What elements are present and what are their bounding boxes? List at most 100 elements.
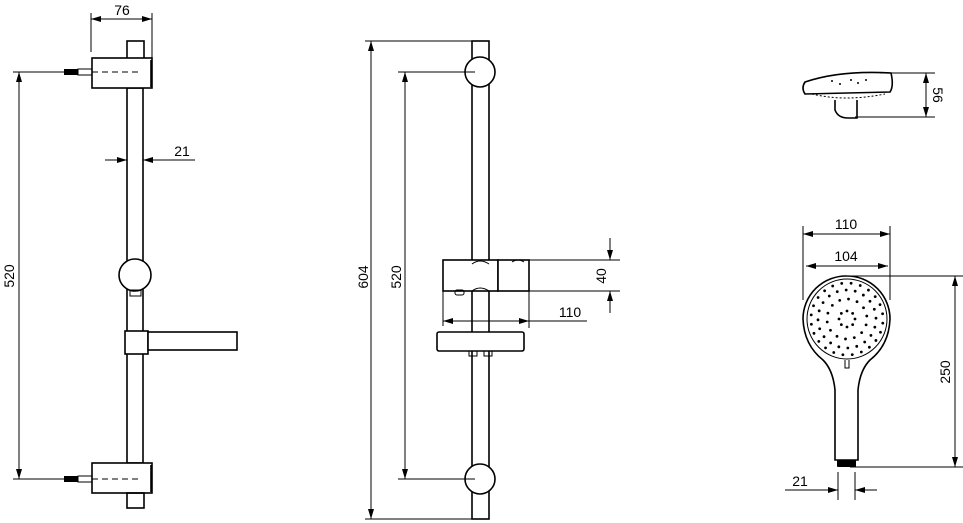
nozzle-dot: [867, 288, 870, 292]
nozzle-dot: [825, 320, 829, 324]
top-wall-bracket: [91, 57, 153, 89]
nozzle-dot: [874, 339, 878, 342]
nozzle-dot: [846, 346, 850, 350]
nozzle-dot: [851, 323, 855, 327]
nozzle-dot: [812, 304, 815, 308]
nozzle-dot: [855, 300, 859, 304]
nozzle-dot: [817, 309, 821, 313]
dimension-label: 110: [835, 216, 858, 232]
nozzle-dot: [861, 293, 865, 297]
nozzle-dot: [879, 330, 882, 334]
dimension-label: 76: [114, 2, 130, 18]
dimension-outer-width: 110: [802, 216, 891, 300]
dimension-slider-depth: 110: [442, 291, 587, 328]
rail-front-view: 604 520 40 110: [355, 40, 620, 520]
dimension-label: 250: [937, 360, 953, 384]
nozzle-dot: [869, 333, 873, 337]
nozzle-dot: [818, 327, 822, 331]
nozzle-dot: [847, 297, 850, 301]
dimension-face-width: 104: [806, 248, 888, 269]
nozzle-dot: [865, 314, 869, 318]
nozzle-dot: [841, 353, 845, 357]
nozzle-dot: [845, 325, 849, 329]
nozzle-dot: [868, 299, 872, 303]
slider-body: [442, 259, 499, 292]
nozzle-dot: [844, 288, 848, 292]
nozzle-dot: [838, 298, 842, 302]
slider-holder: [497, 259, 530, 292]
nozzle-dot: [826, 311, 830, 315]
nozzle-dot: [809, 322, 813, 326]
dimension-rail-diameter: 21: [105, 143, 195, 163]
dimension-label: 21: [792, 473, 808, 489]
nozzle-dot: [822, 335, 826, 339]
spray-nozzles: [809, 281, 885, 357]
nozzle-dot: [859, 350, 863, 354]
nozzle-dot: [881, 321, 885, 325]
nozzle-dot: [867, 345, 871, 349]
nozzle-dot: [829, 341, 833, 345]
nozzle-dot: [850, 353, 854, 357]
dimension-spacing: 520: [388, 71, 475, 480]
spray-face: [806, 278, 888, 360]
nozzle-dot: [874, 316, 878, 320]
nozzle-dot: [839, 323, 843, 327]
nozzle-dot: [853, 289, 857, 293]
rail-bottom-cap: [126, 492, 145, 509]
nozzle-dot: [839, 311, 843, 315]
nozzle-dot: [849, 281, 853, 285]
dimension-label: 520: [388, 265, 404, 289]
dimension-connector: 21: [785, 472, 877, 500]
dimension-width: 76: [90, 2, 153, 58]
nozzle-dot: [878, 303, 882, 307]
dimension-label: 56: [930, 87, 946, 103]
nozzle-dot: [851, 311, 855, 315]
hand-shower-side-view: 56: [802, 71, 946, 119]
nozzle-dot: [881, 312, 885, 316]
nozzle-dot: [844, 337, 847, 341]
nozzle-dot: [824, 346, 827, 350]
nozzle-dot: [840, 281, 844, 285]
dimension-label: 604: [355, 265, 371, 289]
hose-connector: [837, 460, 856, 467]
nozzle-dot: [845, 309, 849, 313]
nozzle-dot: [873, 295, 877, 299]
nozzle-dot: [829, 328, 832, 332]
nozzle-dot: [832, 351, 836, 354]
dimension-total-length: 604: [355, 40, 472, 520]
rail-top-cap: [126, 40, 145, 60]
nozzle-dot: [835, 290, 839, 294]
nozzle-dot: [864, 323, 868, 327]
dimension-length: 250: [850, 275, 963, 468]
nozzle-dot: [821, 301, 825, 305]
nozzle-dot: [853, 317, 857, 321]
nozzle-dot: [852, 336, 856, 340]
nozzle-dot: [809, 313, 813, 317]
top-wall-screw: [64, 68, 93, 76]
nozzle-dot: [837, 345, 841, 349]
nozzle-dot: [858, 284, 862, 287]
nozzle-dot: [873, 325, 877, 329]
soap-dish: [436, 331, 525, 352]
nozzle-dot: [831, 284, 835, 288]
nozzle-dot: [863, 340, 867, 344]
dimension-label: 21: [174, 143, 190, 159]
nozzle-dot: [872, 307, 876, 311]
dimension-label: 520: [1, 264, 17, 288]
soap-dish-mount: [124, 330, 149, 355]
dimension-slider-height: 40: [529, 238, 620, 313]
nozzle-dot: [830, 303, 834, 307]
nozzle-dot: [855, 344, 859, 348]
nozzle-dot: [812, 331, 816, 335]
soap-dish-arm: [147, 331, 238, 351]
nozzle-dot: [860, 331, 864, 335]
dimension-label: 110: [559, 304, 582, 320]
nozzle-dot: [827, 294, 831, 298]
nozzle-dot: [823, 289, 827, 293]
hand-shower-front-view: 110 104 250 21: [785, 216, 963, 500]
rail-side-view: 76 520 21: [1, 2, 238, 509]
height-adjust-knob: [118, 258, 152, 292]
nozzle-dot: [837, 317, 841, 321]
dimension-spacing: 520: [1, 71, 64, 480]
